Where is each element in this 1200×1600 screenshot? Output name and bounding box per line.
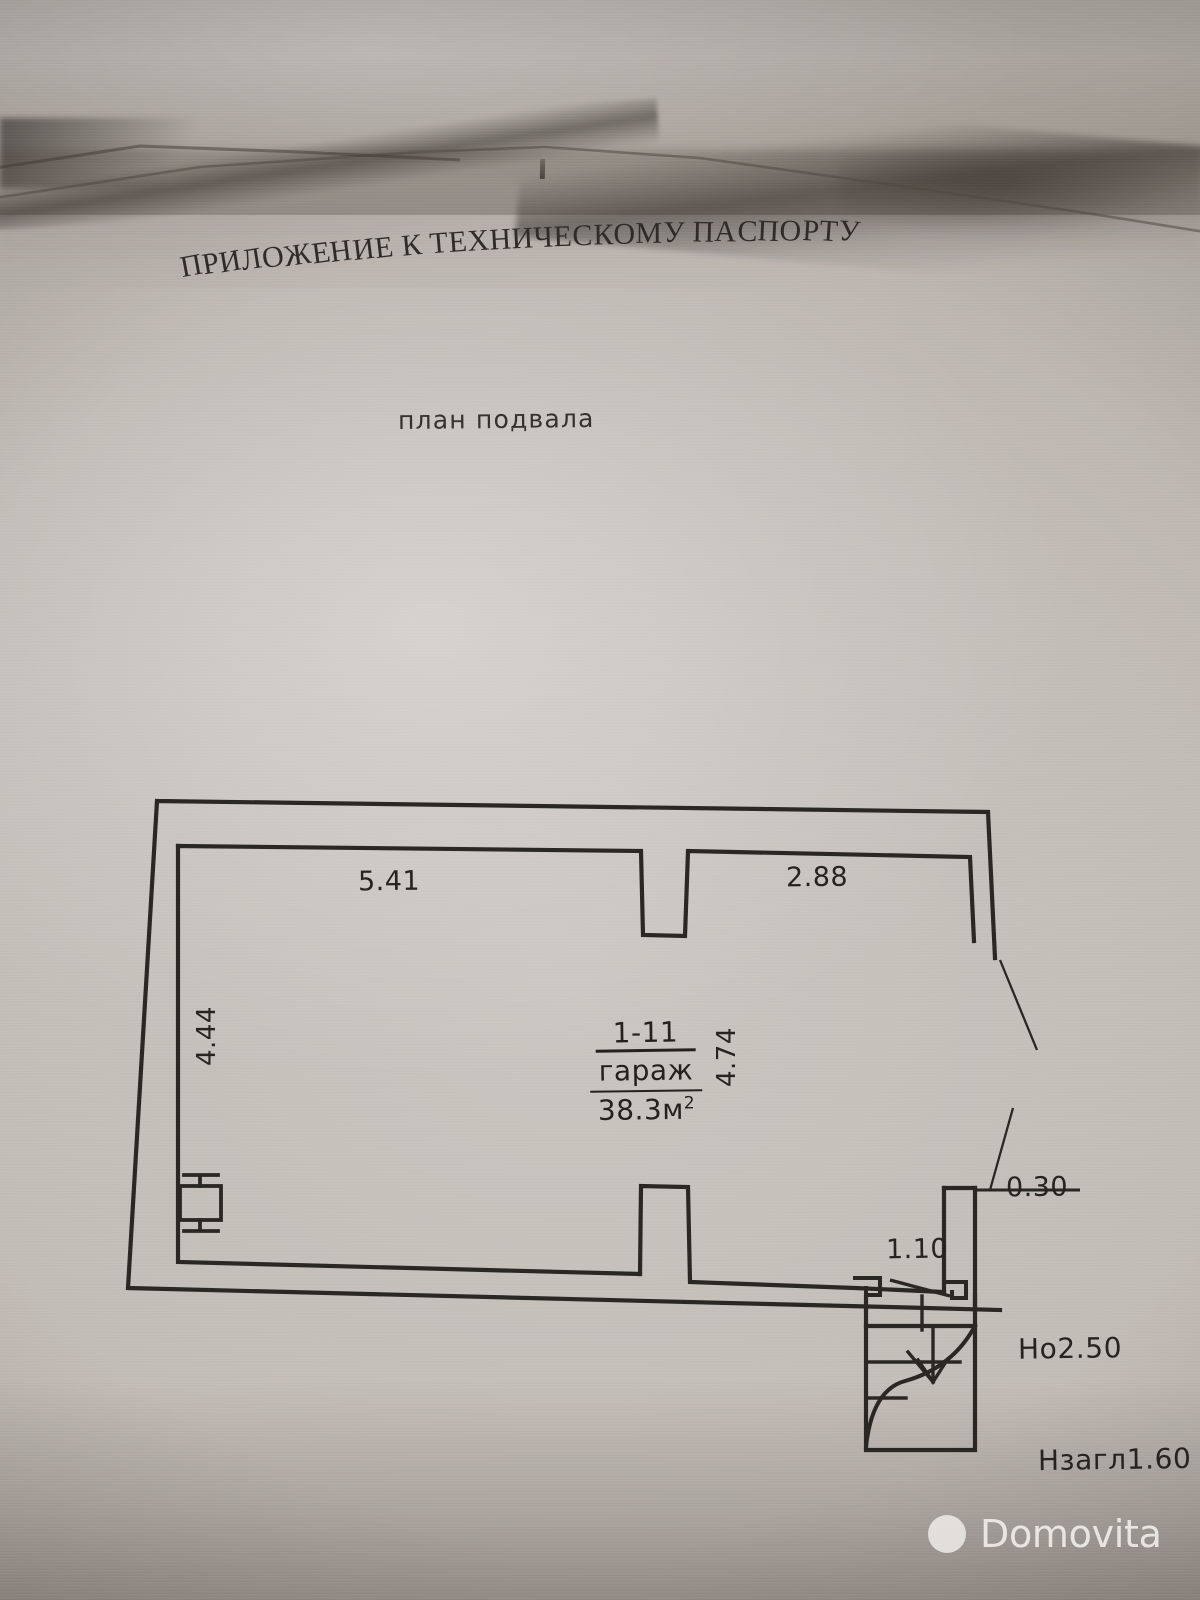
room-label-block: 1-11 гараж 38.3м2 xyxy=(589,1015,703,1127)
title-char: У xyxy=(662,215,685,250)
dimension-door-width: 1.10 xyxy=(885,1233,949,1266)
watermark-brand: Domovita xyxy=(980,1512,1162,1556)
title-char: Ч xyxy=(533,220,555,255)
title-char: Н xyxy=(488,222,513,257)
title-char: И xyxy=(510,221,535,256)
title-char: П xyxy=(756,214,781,249)
room-label-rule-top xyxy=(595,1048,696,1053)
title-char: С xyxy=(572,218,594,253)
room-area: 38.3м2 xyxy=(590,1093,702,1127)
room-label-rule-bottom xyxy=(590,1088,703,1093)
plan-subtitle: план подвала xyxy=(397,403,595,436)
title-char: К xyxy=(592,218,614,252)
title-char: П xyxy=(692,215,716,249)
binding-staple xyxy=(539,158,546,180)
note-ceiling-height: Но2.50 xyxy=(1017,1331,1123,1366)
title-char: У xyxy=(836,213,862,249)
circle-logo-icon xyxy=(928,1515,966,1553)
dimension-top-right: 2.88 xyxy=(785,861,849,894)
dimension-center-vertical: 4.74 xyxy=(712,1027,742,1087)
title-char: Е xyxy=(447,224,469,260)
title-char: Е xyxy=(553,219,574,254)
room-number: 1-11 xyxy=(612,1015,679,1050)
title-char: Р xyxy=(801,213,821,248)
room-name: гараж xyxy=(598,1053,694,1088)
dimension-top-left: 5.41 xyxy=(357,865,421,898)
title-char: М xyxy=(635,216,663,250)
dimension-opening-right: 0.30 xyxy=(1005,1171,1069,1204)
note-sunk-height: Нзагл1.60 xyxy=(1037,1441,1192,1478)
watermark: Domovita xyxy=(928,1512,1162,1556)
title-char: Ж xyxy=(282,236,314,274)
title-char: О xyxy=(778,213,803,249)
room-area-value: 38.3м xyxy=(597,1092,685,1128)
title-char: Х xyxy=(466,223,491,258)
title-char: Т xyxy=(428,225,450,261)
title-char: С xyxy=(736,214,759,249)
dimension-left-vertical: 4.44 xyxy=(192,1006,222,1066)
title-char: А xyxy=(714,214,738,249)
title-char: Т xyxy=(818,214,840,249)
title-char: О xyxy=(613,217,636,251)
room-area-superscript: 2 xyxy=(683,1093,696,1114)
